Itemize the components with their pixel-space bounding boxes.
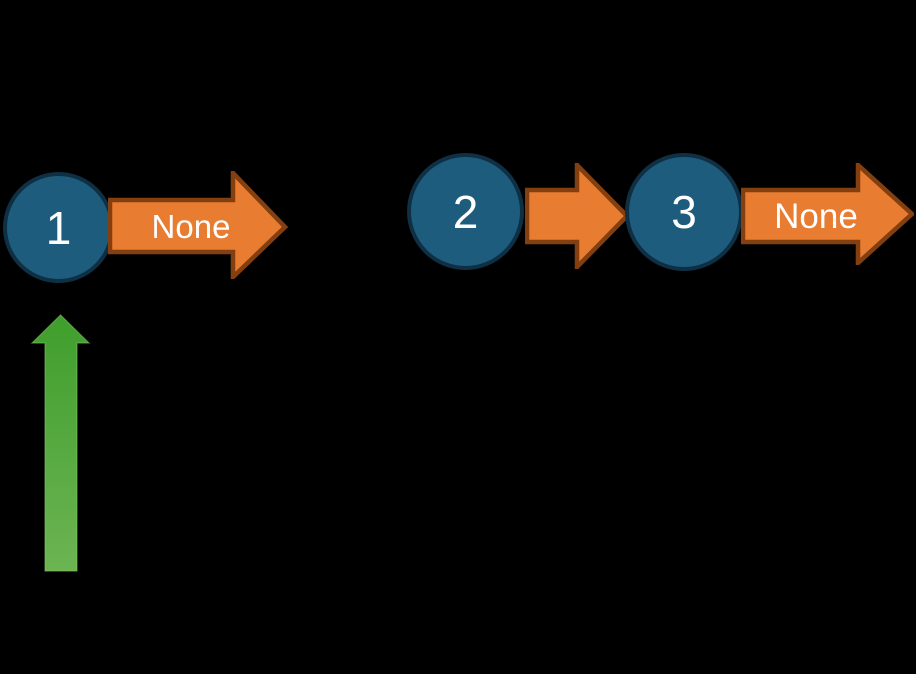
node-2-value-label: 2 — [452, 185, 479, 238]
head-pointer-arrow-icon — [30, 314, 91, 572]
node-3-null-pointer-arrow-icon — [741, 163, 914, 265]
node-1-null-pointer-label: None — [151, 207, 231, 245]
node-1-value-label: 1 — [45, 201, 72, 254]
node-3-value-label: 3 — [671, 186, 697, 238]
node-3-circle: 3 — [625, 153, 743, 271]
node-2-next-pointer-arrow-icon — [525, 163, 629, 269]
node-1-circle: 1 — [3, 172, 114, 283]
node-1-null-pointer-arrow-icon — [108, 171, 288, 279]
node-3-null-pointer-label: None — [774, 196, 858, 236]
node-2-circle: 2 — [407, 153, 524, 270]
